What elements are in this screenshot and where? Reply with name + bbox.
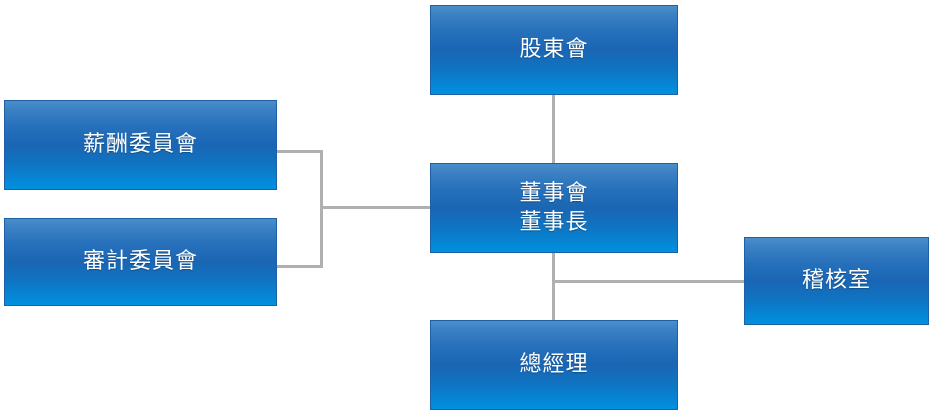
connector-shareholders-to-board — [552, 93, 555, 165]
node-general-manager[interactable]: 總經理 — [430, 320, 678, 410]
node-shareholders-meeting[interactable]: 股東會 — [430, 5, 678, 95]
connector-left-committees-to-board — [320, 206, 432, 209]
node-board-of-directors[interactable]: 董事會 董事長 — [430, 163, 678, 253]
connector-audit-committee-stub — [275, 265, 323, 268]
node-general-manager-label: 總經理 — [519, 352, 589, 378]
node-compensation-committee[interactable]: 薪酬委員會 — [4, 100, 277, 190]
node-audit-committee[interactable]: 審計委員會 — [4, 218, 277, 306]
connector-compensation-committee-stub — [275, 150, 323, 153]
node-audit-committee-label: 審計委員會 — [82, 249, 198, 275]
node-audit-office[interactable]: 稽核室 — [744, 237, 929, 325]
node-compensation-committee-label: 薪酬委員會 — [82, 132, 198, 158]
node-shareholders-meeting-label: 股東會 — [519, 37, 589, 63]
node-board-of-directors-label: 董事會 董事長 — [519, 180, 589, 235]
connector-board-to-general-manager — [552, 251, 555, 322]
node-audit-office-label: 稽核室 — [801, 268, 871, 294]
connector-board-to-audit-office — [553, 280, 745, 283]
connector-left-committees-bus — [320, 150, 323, 268]
